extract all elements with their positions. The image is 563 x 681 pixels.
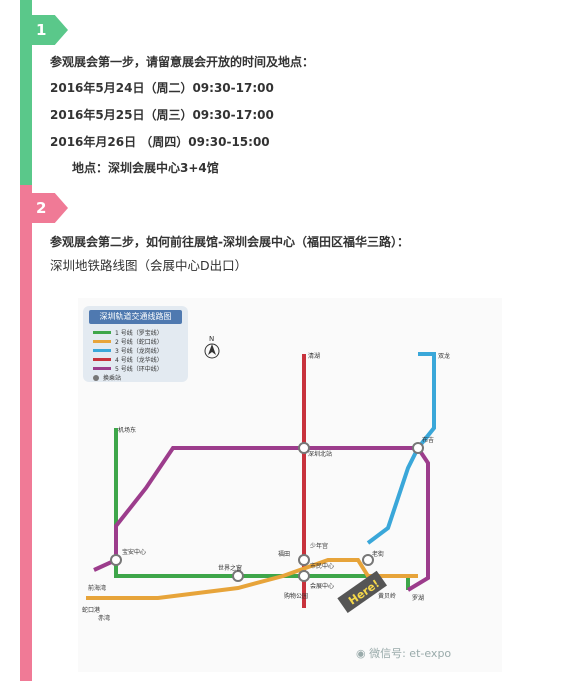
transfer-station-shenzhenbei bbox=[298, 442, 310, 454]
transfer-station-baoan bbox=[110, 554, 122, 566]
north-arrow-icon: N bbox=[204, 335, 220, 359]
transfer-station-shijiezhichuang bbox=[232, 570, 244, 582]
section2-accent-bar bbox=[20, 185, 32, 681]
station-luohu: 罗湖 bbox=[412, 594, 424, 602]
legend-item-line-4: 4 号线（龙华线） bbox=[93, 355, 163, 364]
station-jichangdong: 机场东 bbox=[118, 426, 136, 434]
wechat-icon: ◉ bbox=[356, 647, 370, 660]
map-legend: 深圳轨道交通线路图 1 号线（罗宝线） 2 号线（蛇口线） 3 号线（龙岗线） … bbox=[83, 306, 188, 382]
legend-swatch bbox=[93, 358, 111, 361]
station-shekougang: 蛇口港 bbox=[82, 606, 100, 614]
transfer-station-futian bbox=[298, 554, 310, 566]
line-2-route bbox=[86, 558, 418, 600]
transfer-station-buji bbox=[412, 442, 424, 454]
station-shenzhenbei: 深圳北站 bbox=[308, 450, 332, 458]
location-text: 地点：深圳会展中心3+4馆 bbox=[72, 161, 219, 175]
step1-badge: 1 bbox=[24, 15, 68, 45]
station-futian: 福田 bbox=[278, 550, 290, 558]
legend-swatch bbox=[93, 331, 111, 334]
legend-title: 深圳轨道交通线路图 bbox=[89, 310, 182, 324]
step2-subheading: 深圳地铁路线图（会展中心D出口） bbox=[50, 258, 248, 273]
legend-item-line-3: 3 号线（龙岗线） bbox=[93, 346, 163, 355]
step2-heading: 参观展会第二步，如何前往展馆-深圳会展中心（福田区福华三路）： bbox=[50, 235, 409, 249]
section1-accent-bar bbox=[20, 0, 32, 185]
legend-item-line-1: 1 号线（罗宝线） bbox=[93, 328, 163, 337]
wechat-watermark: ◉ 微信号: et-expo bbox=[356, 647, 452, 660]
line-1-route bbox=[114, 428, 410, 590]
date-line-1: 2016年5月24日（周二）09:30-17:00 bbox=[50, 81, 274, 95]
transfer-station-huizhanzhongxin bbox=[298, 570, 310, 582]
date-line-2: 2016年5月25日（周三）09:30-17:00 bbox=[50, 108, 274, 122]
legend-item-transfer: 换乘站 bbox=[93, 373, 121, 382]
legend-swatch bbox=[93, 349, 111, 352]
station-qinghu: 清湖 bbox=[308, 352, 320, 360]
station-shijiezhichuang: 世界之窗 bbox=[218, 564, 242, 572]
date-line-3: 2016年月26日 （周四）09:30-15:00 bbox=[50, 135, 270, 149]
station-baoan: 宝安中心 bbox=[122, 548, 146, 556]
station-shiminzhongxin: 市民中心 bbox=[310, 562, 334, 570]
legend-swatch bbox=[93, 367, 111, 370]
step2-badge: 2 bbox=[24, 193, 68, 223]
transfer-icon bbox=[93, 374, 99, 381]
line-5-route bbox=[93, 446, 430, 592]
legend-item-line-2: 2 号线（蛇口线） bbox=[93, 337, 163, 346]
station-shaoniangong: 少年宫 bbox=[310, 542, 328, 550]
legend-item-line-5: 5 号线（环中线） bbox=[93, 364, 163, 373]
legend-swatch bbox=[93, 340, 111, 343]
metro-map-svg: N Here! 清湖 深圳北站 布吉 双龙 福田 少年宫 市民中心 会展中心 购… bbox=[82, 335, 450, 622]
station-qianhaiwan: 前海湾 bbox=[88, 584, 106, 592]
station-huangbeiling: 黄贝岭 bbox=[378, 592, 396, 600]
station-huizhanzhongxin: 会展中心 bbox=[310, 582, 334, 590]
station-shuanglong: 双龙 bbox=[438, 352, 450, 360]
transfer-station-laojie bbox=[362, 554, 374, 566]
svg-text:N: N bbox=[209, 335, 214, 343]
station-laojie: 老街 bbox=[372, 550, 384, 558]
station-buji: 布吉 bbox=[422, 436, 434, 444]
station-chiwan: 赤湾 bbox=[98, 614, 110, 622]
step1-heading: 参观展会第一步，请留意展会开放的时间及地点： bbox=[50, 55, 315, 69]
station-gouwugongyuan: 购物公园 bbox=[284, 592, 308, 600]
